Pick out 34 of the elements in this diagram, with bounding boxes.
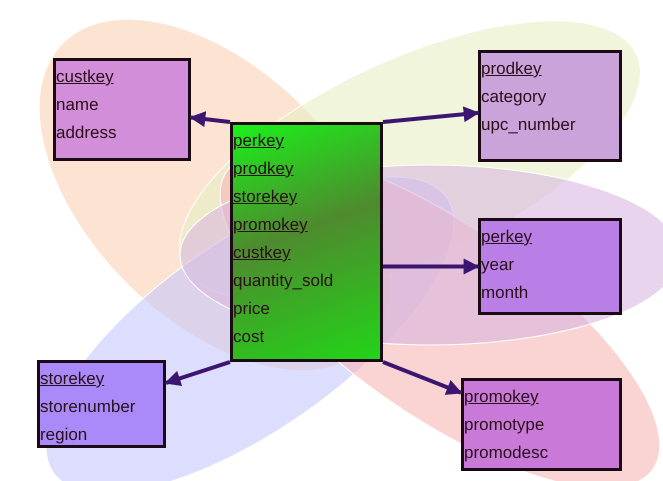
arrow <box>382 106 480 124</box>
field-name: month <box>481 282 528 304</box>
key-field: perkey <box>233 127 284 155</box>
key-field: prodkey <box>233 155 294 183</box>
field-name: upc_number <box>481 114 576 136</box>
arrow <box>382 360 462 395</box>
field-name: category <box>481 86 546 108</box>
table-box <box>478 50 622 162</box>
table-box <box>230 122 383 362</box>
key-field: prodkey <box>481 55 542 83</box>
field-name: address <box>56 122 116 144</box>
table-box <box>461 378 622 471</box>
key-field: promokey <box>464 383 539 411</box>
arrow <box>189 111 230 128</box>
arrow <box>164 360 231 386</box>
field-name: name <box>56 94 99 116</box>
field-name: quantity_sold <box>233 270 334 292</box>
field-name: price <box>233 298 270 320</box>
field-name: cost <box>233 326 264 348</box>
field-name: storenumber <box>40 396 136 418</box>
key-field: custkey <box>56 63 114 91</box>
field-name: year <box>481 254 514 276</box>
field-name: region <box>40 424 88 446</box>
key-field: perkey <box>481 223 532 251</box>
key-field: custkey <box>233 239 291 267</box>
key-field: storekey <box>233 183 298 211</box>
table-box <box>37 360 166 448</box>
key-field: promokey <box>233 211 308 239</box>
table-box <box>53 58 191 161</box>
field-name: promotype <box>464 414 544 436</box>
key-field: storekey <box>40 365 104 393</box>
arrow <box>383 258 480 274</box>
field-name: promodesc <box>464 442 548 464</box>
table-box <box>478 218 622 315</box>
